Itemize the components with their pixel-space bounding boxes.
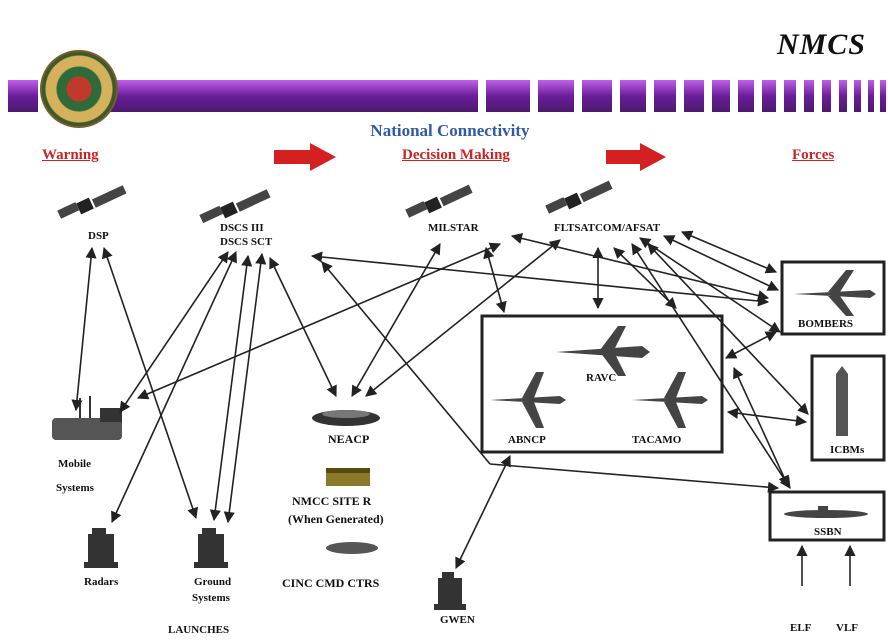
label-launches: LAUNCHES xyxy=(168,624,230,636)
submarine-icon xyxy=(784,506,868,518)
radar-icon xyxy=(84,528,118,568)
cinc-aircraft-icon xyxy=(326,542,378,554)
label-dscs: DSCS III xyxy=(220,222,264,234)
page-title: NMCS xyxy=(776,28,866,61)
label-nmcc: NMCC SITE R xyxy=(292,494,372,508)
label-ground: Ground xyxy=(194,576,232,588)
label-bombers: BOMBERS xyxy=(798,318,854,330)
label-abncp: ABNCP xyxy=(508,434,546,446)
label-milstar: MILSTAR xyxy=(428,222,479,234)
mobile-systems-icon xyxy=(52,396,122,440)
neacp-aircraft-icon xyxy=(312,410,380,426)
jcs-seal-icon xyxy=(40,50,118,128)
satellite-milstar-icon xyxy=(405,184,473,218)
label-icbms: ICBMs xyxy=(830,444,865,456)
label-gwen: GWEN xyxy=(440,614,475,626)
label-ground-sub: Systems xyxy=(192,592,230,604)
connection-lines xyxy=(71,230,856,586)
flow-arrow-icon xyxy=(274,143,336,171)
label-vlf: VLF xyxy=(836,622,858,634)
phase-decision: Decision Making xyxy=(402,147,510,163)
abncp-aircraft-icon xyxy=(490,372,566,428)
icbms-box xyxy=(810,354,886,462)
gwen-tower-icon xyxy=(434,572,466,610)
icbm-missile-icon xyxy=(836,366,848,436)
label-ravc: RAVC xyxy=(586,372,617,384)
ground-station-icon xyxy=(194,528,228,568)
ssbn-box xyxy=(768,490,886,542)
label-nmcc-sub: (When Generated) xyxy=(288,512,384,526)
bomber-aircraft-icon xyxy=(794,270,876,316)
phase-forces: Forces xyxy=(792,147,835,163)
label-fltsat: FLTSATCOM/AFSAT xyxy=(554,222,661,234)
flow-arrow-icon xyxy=(606,143,666,171)
satellite-dscs-icon xyxy=(199,189,271,224)
satellite-dsp-icon xyxy=(57,185,127,219)
tacamo-aircraft-icon xyxy=(632,372,708,428)
label-dsp: DSP xyxy=(88,230,109,242)
satellite-fltsat-icon xyxy=(545,180,613,214)
label-mobile-sub: Systems xyxy=(56,482,94,494)
label-tacamo: TACAMO xyxy=(632,434,682,446)
label-neacp: NEACP xyxy=(328,432,370,446)
label-radars: Radars xyxy=(84,576,119,588)
purple-banner xyxy=(8,80,886,112)
label-cinc: CINC CMD CTRS xyxy=(282,576,380,590)
subtitle: National Connectivity xyxy=(370,121,530,140)
nmcc-site-icon xyxy=(326,468,370,486)
label-mobile: Mobile xyxy=(58,458,91,470)
phase-warning: Warning xyxy=(42,147,99,163)
label-elf: ELF xyxy=(790,622,812,634)
label-dscs-sub: DSCS SCT xyxy=(220,236,273,248)
ravc-aircraft-icon xyxy=(556,326,650,376)
label-ssbn: SSBN xyxy=(814,526,842,538)
